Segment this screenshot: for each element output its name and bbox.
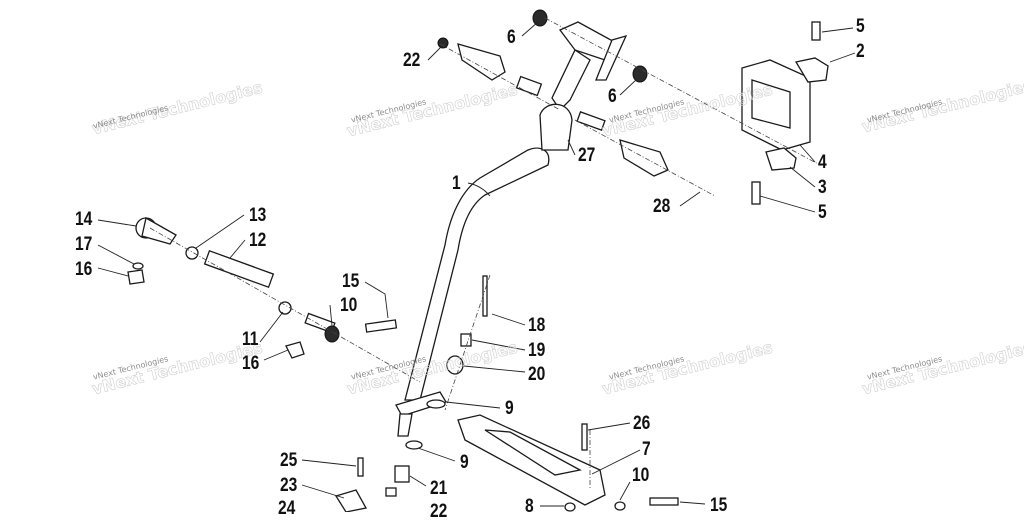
callout-label: 21 [430,478,448,499]
callout-label: 5 [856,16,865,37]
callout-label: 6 [608,86,617,107]
handlebar-clamp [741,21,829,205]
callout-label: 18 [528,315,546,336]
callout-label: 7 [642,439,651,460]
axis-tie-rod [149,227,421,383]
axis-upper-left [439,43,561,111]
axis-upper-right [544,17,821,166]
axis-vertical [444,274,491,411]
callout-label: 24 [278,498,296,519]
lower-plate [457,414,606,506]
callout-label: 22 [403,50,421,71]
callout-label: 20 [528,364,546,385]
callout-label: 15 [342,271,360,292]
spacer-27 [576,111,606,131]
spacer-bracket [515,75,543,97]
callout-label: 9 [505,398,514,419]
callout-label: 26 [633,413,651,434]
callout-label: 12 [249,230,267,251]
callout-label: 17 [75,234,93,255]
bolt-18 [482,275,488,317]
callout-label: 9 [460,452,469,473]
callout-label: 10 [632,465,650,486]
nut-8 [564,502,576,512]
plate-22 [457,43,506,81]
callout-label: 19 [528,340,546,361]
callout-label: 6 [507,27,516,48]
plate-23 [334,489,368,512]
nut-10-lower [614,501,626,511]
bolt-25 [357,457,364,477]
steering-post [395,147,550,437]
callout-label: 10 [340,295,358,316]
callout-label: 25 [280,450,298,471]
axis-28 [574,119,716,197]
callout-label: 11 [242,329,259,350]
callout-label: 8 [525,496,534,517]
callout-label: 2 [856,41,865,62]
washer-9-lower [405,440,423,450]
callout-label: 16 [242,353,260,374]
nut-22-lower [385,487,397,497]
callout-label: 5 [818,202,827,223]
plate-28 [619,139,669,177]
upper-bracket [539,21,628,151]
callout-label: 28 [653,196,671,217]
callout-label: 14 [75,209,93,230]
bolt-15-lower [649,497,679,506]
washer-9-upper [426,399,446,409]
callout-label: 1 [452,173,461,194]
nut-22-top [437,37,449,49]
bushing-21 [394,465,410,483]
callout-label: 4 [818,152,827,173]
bushing-20 [446,355,464,375]
callout-label: 15 [710,495,728,516]
leader-lines [97,21,856,507]
callout-label: 16 [75,259,93,280]
bushing-6-mid [632,65,648,83]
callout-label: 27 [578,145,596,166]
callout-label: 23 [280,475,298,496]
callout-label: 13 [249,205,267,226]
bushing-6-top [532,9,548,27]
callout-label: 3 [818,177,827,198]
bolt-26 [581,423,588,451]
